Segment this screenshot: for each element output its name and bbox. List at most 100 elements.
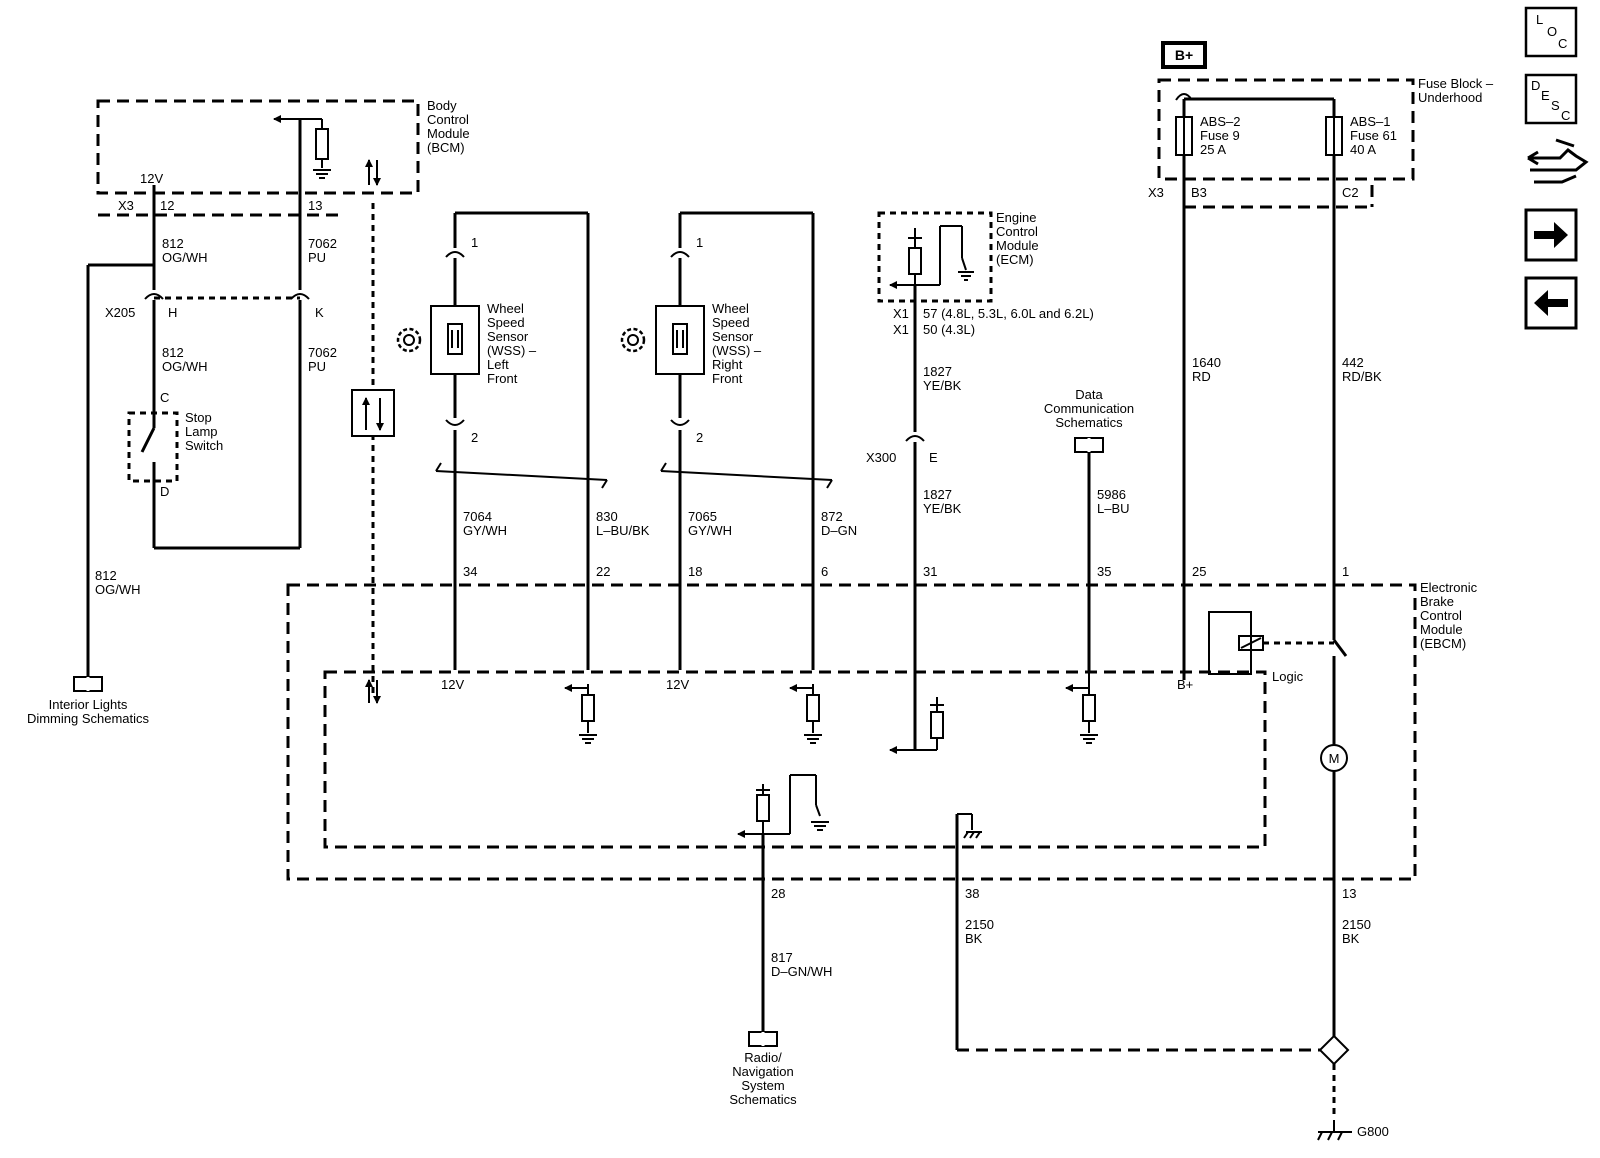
connector-view-button[interactable] [1527, 138, 1589, 184]
connector-x300-label: X300 [866, 450, 896, 465]
ebcm-12v-label: 12V [441, 677, 464, 692]
ebcm-pin-label: 1 [1342, 564, 1349, 579]
ebcm-pin-label: 25 [1192, 564, 1206, 579]
ebcm-pin-label: 18 [688, 564, 702, 579]
ebcm-bplus-label: B+ [1177, 677, 1193, 692]
connector-x205-label: X205 [105, 305, 135, 320]
ebcm-input-5986 [1065, 672, 1098, 744]
ebcm-input-830 [564, 684, 597, 744]
motor-label: M [1329, 751, 1340, 766]
arrow-left-icon [1534, 290, 1568, 316]
gear-icon [396, 327, 422, 353]
svg-text:O: O [1547, 24, 1557, 39]
ebcm-pin-label: 35 [1097, 564, 1111, 579]
ebcm-input-1827 [889, 697, 944, 754]
ecm-module [877, 211, 993, 750]
svg-text:C: C [1558, 36, 1567, 51]
ebcm-pin-label: 31 [923, 564, 937, 579]
ecm-pin-57-label: 57 (4.8L, 5.3L, 6.0L and 6.2L) [923, 306, 1094, 321]
wss-right-pin-2: 2 [696, 430, 703, 445]
ebcm-pin-label: 28 [771, 886, 785, 901]
ebcm-pin-label: 22 [596, 564, 610, 579]
ebcm-logic-relay [1182, 611, 1348, 745]
gear-icon [620, 327, 646, 353]
pin-k-label: K [315, 305, 324, 320]
bcm-12v-label: 12V [140, 171, 163, 186]
ebcm-input-872 [789, 684, 822, 744]
connector-x3-label: X3 [118, 198, 134, 213]
location-button[interactable]: L O C [1524, 6, 1578, 58]
data-communication-wiring [1074, 437, 1104, 672]
pin-c-label: C [160, 390, 169, 405]
connector-x1-label: X1 [893, 306, 909, 321]
wss-right-front [620, 211, 833, 670]
ebcm-module [286, 583, 1417, 1050]
pin-d-label: D [160, 484, 169, 499]
pin-h-label: H [168, 305, 177, 320]
fuse-block-label: Fuse Block –Underhood [1418, 76, 1494, 105]
ebcm-output-817 [737, 774, 829, 1032]
serial-data-link [351, 203, 395, 704]
ebcm-pin-label: 38 [965, 886, 979, 901]
logic-label: Logic [1272, 669, 1304, 684]
bcm-wiring [73, 119, 310, 692]
svg-text:L: L [1536, 12, 1543, 27]
ebcm-pin-label: 34 [463, 564, 477, 579]
pin-c2-label: C2 [1342, 185, 1359, 200]
radio-reference-connector [748, 1031, 778, 1047]
svg-text:C: C [1561, 108, 1570, 123]
connector-end-view-icon [1527, 138, 1589, 184]
svg-text:D: D [1531, 78, 1540, 93]
fuse-block [1157, 41, 1415, 665]
ground-splice [957, 1034, 1352, 1141]
svg-text:S: S [1551, 98, 1560, 113]
wss-right-pin-1: 1 [696, 235, 703, 250]
svg-text:E: E [1541, 88, 1550, 103]
ebcm-chassis-ground [955, 813, 982, 1050]
ecm-pin-50-label: 50 (4.3L) [923, 322, 975, 337]
serial-data-icon [365, 159, 381, 186]
pin-b3-label: B3 [1191, 185, 1207, 200]
wss-left-pin-2: 2 [471, 430, 478, 445]
pin-e-label: E [929, 450, 938, 465]
wss-left-pin-1: 1 [471, 235, 478, 250]
pin-12-label: 12 [160, 198, 174, 213]
ebcm-pin-label: 13 [1342, 886, 1356, 901]
bcm-module [96, 99, 420, 217]
next-page-button[interactable] [1524, 208, 1578, 262]
previous-page-button[interactable] [1524, 276, 1578, 330]
wss-left-front [396, 211, 608, 670]
pin-13-label: 13 [308, 198, 322, 213]
description-button[interactable]: D E S C [1524, 73, 1578, 125]
connector-x3-label: X3 [1148, 185, 1164, 200]
ground-g800-label: G800 [1357, 1124, 1389, 1139]
